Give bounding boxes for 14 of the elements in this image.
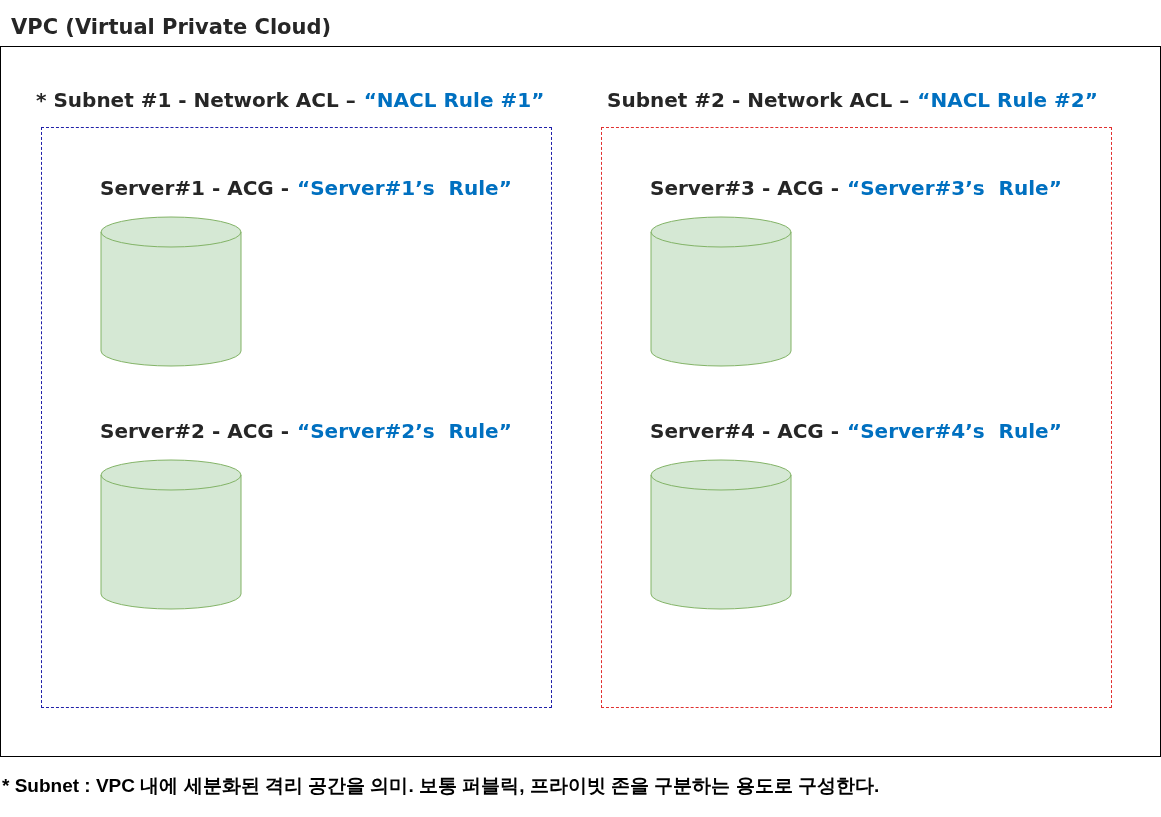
rule-name: “Server#1’s Rule” (297, 176, 512, 200)
rule-name: “Server#2’s Rule” (297, 419, 512, 443)
rule-name: “Server#3’s Rule” (847, 176, 1062, 200)
rule-name: “Server#4’s Rule” (847, 419, 1062, 443)
server-label: Server#4 - ACG - (650, 419, 840, 443)
footnote: * Subnet : VPC 내에 세분화된 격리 공간을 의미. 보통 퍼블릭, 프라이빗 존을 구분하는 용도로 구성한다. (2, 774, 880, 798)
server-label: Server#3 - ACG - (650, 176, 840, 200)
rule-name: “NACL Rule #2” (917, 88, 1098, 112)
vpc-heading: VPC (Virtual Private Cloud) (11, 15, 332, 39)
subnet-heading: * Subnet #1 - Network ACL – (36, 88, 356, 112)
server-label: Server#2 - ACG - (100, 419, 290, 443)
rule-name: “NACL Rule #1” (363, 88, 545, 112)
server-label: Server#1 - ACG - (100, 176, 290, 200)
subnet-heading: Subnet #2 - Network ACL – (607, 88, 910, 112)
